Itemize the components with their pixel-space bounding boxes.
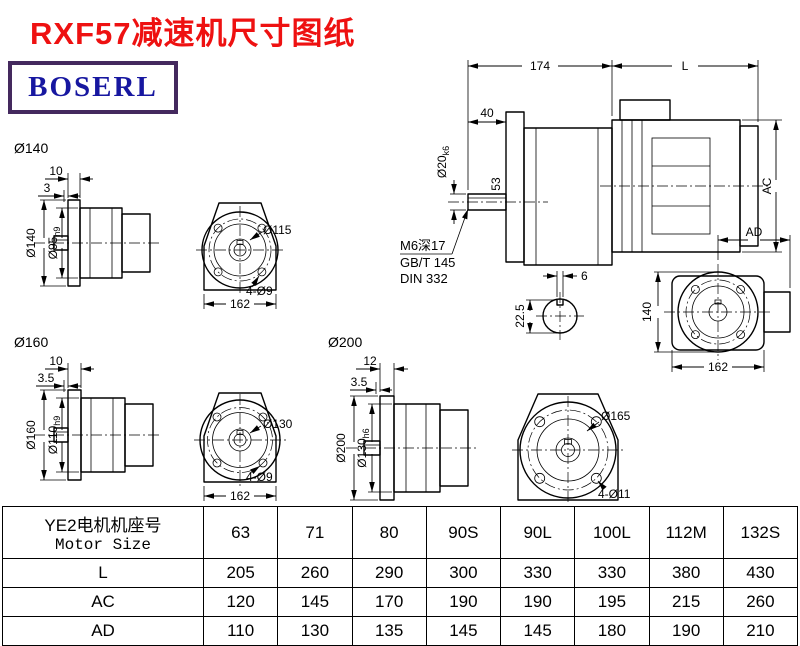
page-title: RXF57减速机尺寸图纸 bbox=[30, 16, 356, 51]
table-row-AC: AC 120 145 170 190 190 195 215 260 bbox=[2, 587, 799, 617]
header-motor-size-cn: YE2电机机座号 bbox=[44, 516, 162, 535]
row-label: L bbox=[2, 558, 204, 588]
table-cell: 260 bbox=[722, 587, 799, 617]
dim-flange140-width: 162 bbox=[230, 297, 250, 311]
view-flange160-side: Ø160 10 3.5 Ø160 bbox=[14, 334, 162, 481]
table-cell: 190 bbox=[499, 587, 576, 617]
col-header: 90L bbox=[499, 506, 576, 559]
table-cell: 380 bbox=[648, 558, 724, 588]
table-cell: 430 bbox=[722, 558, 799, 588]
col-header: 71 bbox=[277, 506, 353, 559]
dim-flange140-holes: 4-Ø9 bbox=[246, 284, 273, 298]
dim-flange160-thickness: 10 bbox=[49, 354, 63, 368]
dim-flange140-od: Ø140 bbox=[24, 228, 38, 258]
dim-flange200-step: 3.5 bbox=[351, 375, 368, 389]
header-motor-size-en: Motor Size bbox=[54, 536, 151, 554]
table-row-AD: AD 110 130 135 145 145 180 190 210 bbox=[2, 616, 799, 646]
note-center-hole: M6深17 bbox=[400, 238, 446, 253]
view-main-assembly: 174 L 40 Ø20k6 53 AC M6深17 GB/T 145 DIN … bbox=[400, 59, 782, 286]
table-cell: 130 bbox=[277, 616, 353, 646]
table-cell: 300 bbox=[425, 558, 502, 588]
dim-flange200-spigot: Ø130h6 bbox=[355, 428, 371, 467]
dim-main-shaft-length: 40 bbox=[480, 106, 494, 120]
dim-flange140-step: 3 bbox=[44, 181, 51, 195]
view-flange140-front: Ø115 4-Ø9 162 bbox=[196, 202, 292, 311]
dim-main-mid: 53 bbox=[489, 177, 503, 191]
view-flange140-side: Ø140 10 3 Ø140 bbox=[14, 140, 160, 287]
section-label-140: Ø140 bbox=[14, 140, 48, 156]
table-cell: 135 bbox=[351, 616, 427, 646]
table-cell: 145 bbox=[499, 616, 576, 646]
section-label-160: Ø160 bbox=[14, 334, 48, 350]
col-header: 112M bbox=[648, 506, 724, 559]
note-gbt145: GB/T 145 bbox=[400, 255, 455, 270]
view-flange200-front: Ø165 4-Ø11 bbox=[512, 393, 631, 504]
table-cell: 205 bbox=[202, 558, 279, 588]
section-label-200: Ø200 bbox=[328, 334, 362, 350]
dim-main-motor-height: AC bbox=[760, 177, 774, 194]
col-header: 63 bbox=[202, 506, 279, 559]
view-key-section: 6 22.5 bbox=[513, 269, 588, 340]
col-header: 90S bbox=[425, 506, 502, 559]
boserl-logo-box: BOSERL bbox=[8, 61, 178, 114]
dim-flange200-holes: 4-Ø11 bbox=[598, 487, 631, 501]
view-output-end: AD 140 162 bbox=[640, 225, 791, 374]
dim-flange200-od: Ø200 bbox=[334, 433, 348, 463]
header-motor-size-cell: YE2电机机座号 Motor Size bbox=[2, 506, 204, 559]
col-header: 80 bbox=[351, 506, 427, 559]
table-cell: 290 bbox=[351, 558, 427, 588]
dim-flange140-thickness: 10 bbox=[49, 164, 63, 178]
table-cell: 215 bbox=[648, 587, 724, 617]
dim-flange160-od: Ø160 bbox=[24, 420, 38, 450]
table-header-row: YE2电机机座号 Motor Size 63 71 80 90S 90L 100… bbox=[2, 506, 799, 559]
table-cell: 210 bbox=[722, 616, 799, 646]
table-cell: 145 bbox=[425, 616, 502, 646]
dim-flange160-boltcircle: Ø130 bbox=[263, 417, 293, 431]
dim-flange160-width: 162 bbox=[230, 489, 250, 503]
table-row-L: L 205 260 290 300 330 330 380 430 bbox=[2, 558, 799, 588]
dim-flange200-thickness: 12 bbox=[363, 354, 377, 368]
dim-flange160-step: 3.5 bbox=[38, 371, 55, 385]
col-header: 132S bbox=[722, 506, 799, 559]
table-cell: 330 bbox=[574, 558, 650, 588]
row-label: AD bbox=[2, 616, 204, 646]
table-cell: 190 bbox=[425, 587, 502, 617]
boserl-logo-text: BOSERL bbox=[28, 71, 158, 103]
dim-flange140-spigot: Ø95h9 bbox=[46, 227, 62, 260]
row-label: AC bbox=[2, 587, 204, 617]
dim-flange200-boltcircle: Ø165 bbox=[601, 409, 631, 423]
dim-flange160-spigot: Ø110h9 bbox=[46, 416, 62, 454]
dim-side-width: 162 bbox=[708, 360, 728, 374]
dim-main-shaft-dia: Ø20k6 bbox=[435, 146, 451, 178]
motor-size-table: YE2电机机座号 Motor Size 63 71 80 90S 90L 100… bbox=[2, 506, 799, 646]
table-cell: 195 bbox=[574, 587, 650, 617]
view-flange200-side: Ø200 12 3.5 Ø200 bbox=[328, 334, 476, 501]
table-cell: 190 bbox=[648, 616, 724, 646]
table-cell: 260 bbox=[277, 558, 353, 588]
dim-key-width: 6 bbox=[581, 269, 588, 283]
col-header: 100L bbox=[574, 506, 650, 559]
dim-main-overall: 174 bbox=[530, 59, 550, 73]
dim-key-height: 22.5 bbox=[513, 304, 527, 328]
note-din332: DIN 332 bbox=[400, 271, 448, 286]
table-cell: 330 bbox=[499, 558, 576, 588]
dim-main-motor-length: L bbox=[682, 59, 689, 73]
table-cell: 120 bbox=[202, 587, 279, 617]
table-cell: 180 bbox=[574, 616, 650, 646]
view-flange160-front: Ø130 4-Ø9 162 bbox=[194, 392, 293, 503]
dim-flange140-boltcircle: Ø115 bbox=[263, 223, 292, 237]
table-cell: 145 bbox=[277, 587, 353, 617]
technical-drawing: Ø140 10 3 Ø140 bbox=[14, 59, 791, 504]
table-cell: 170 bbox=[351, 587, 427, 617]
dim-flange160-holes: 4-Ø9 bbox=[246, 470, 273, 484]
dim-side-height: 140 bbox=[640, 302, 654, 322]
table-cell: 110 bbox=[202, 616, 279, 646]
dim-side-ad: AD bbox=[746, 225, 763, 239]
